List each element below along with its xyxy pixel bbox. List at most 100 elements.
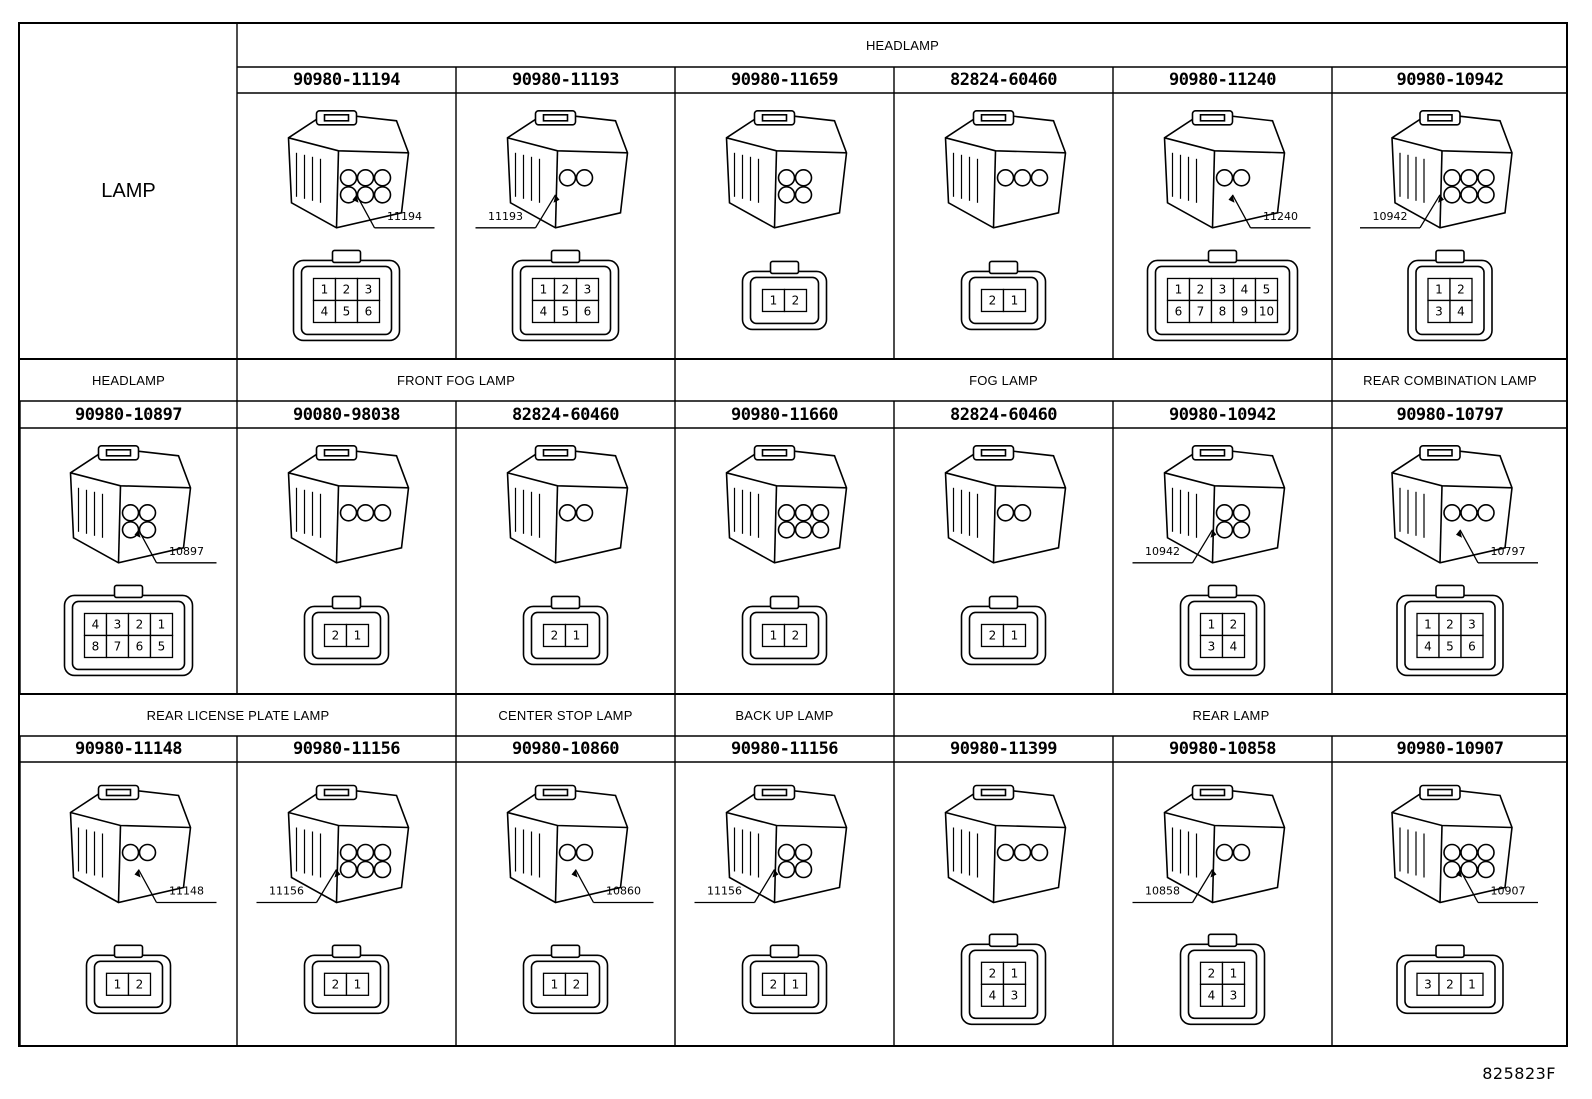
pin-cavity [783, 288, 808, 313]
pin-cavity [1254, 299, 1279, 324]
pin-cavity [345, 972, 370, 996]
pin-number: 4 [989, 988, 997, 1002]
connector-illustration [1163, 109, 1286, 229]
pin-number: 2 [989, 293, 997, 307]
pin-number: 1 [1435, 282, 1443, 296]
callout: 10858 [1132, 869, 1217, 904]
pin-number: 2 [989, 628, 997, 642]
pin-number: 2 [1446, 617, 1454, 631]
pin-number: 3 [1230, 988, 1238, 1002]
pin-number: 4 [92, 617, 100, 631]
callout: 11148 [134, 869, 217, 904]
callout: 10897 [134, 529, 217, 564]
pin-number: 5 [1446, 639, 1454, 653]
pin-number: 1 [792, 977, 800, 991]
pin-number: 2 [1208, 966, 1216, 980]
pin-number: 3 [365, 282, 373, 296]
part-number: 90980-11399 [949, 739, 1058, 759]
pin-number: 5 [562, 304, 570, 318]
pin-number: 3 [584, 282, 592, 296]
pin-number: 3 [1208, 639, 1216, 653]
pin-cavity [575, 299, 600, 324]
callout: 10907 [1456, 869, 1538, 904]
group-header: FRONT FOG LAMP [396, 372, 516, 388]
connector-illustration [944, 109, 1067, 229]
part-number: 90980-11194 [292, 70, 401, 90]
callout: 11156 [694, 869, 779, 904]
pin-number: 6 [584, 304, 592, 318]
part-number: 90980-11660 [730, 404, 839, 425]
pin-number: 1 [354, 628, 362, 642]
callout-label: 10858 [1145, 885, 1180, 898]
pin-number: 10 [1259, 304, 1274, 318]
pin-number: 1 [158, 617, 166, 631]
part-number: 82824-60460 [949, 70, 1058, 90]
connector-illustration [287, 109, 410, 229]
pin-cavity [149, 634, 174, 659]
pin-number: 2 [332, 628, 340, 642]
connector-illustration [944, 444, 1067, 564]
callout-label: 10860 [606, 885, 641, 898]
pin-number: 5 [343, 304, 351, 318]
callout: 11193 [475, 194, 560, 229]
pin-number: 1 [1230, 966, 1238, 980]
pin-cavity [1460, 634, 1484, 659]
callout: 11156 [256, 869, 341, 904]
pin-number: 9 [1241, 304, 1249, 318]
pin-number: 3 [1424, 977, 1432, 991]
pin-cavity [783, 972, 808, 996]
pin-number: 8 [92, 639, 100, 653]
connector-illustration [725, 444, 848, 564]
pin-cavity [564, 623, 589, 648]
pin-number: 5 [158, 639, 166, 653]
pin-number: 7 [114, 639, 122, 653]
part-number: 90980-10860 [511, 739, 620, 759]
pin-cavity [564, 972, 589, 996]
pin-number: 2 [136, 617, 144, 631]
part-number: 90980-10797 [1396, 404, 1504, 425]
pin-number: 6 [1468, 639, 1476, 653]
connector-illustration [725, 784, 848, 904]
callout-label: 11193 [488, 210, 523, 223]
part-number: 90980-10942 [1168, 404, 1277, 425]
part-number: 90980-11193 [511, 70, 620, 90]
pin-number: 6 [1175, 304, 1183, 318]
connector-illustration [944, 784, 1067, 904]
pin-cavity [1002, 288, 1027, 313]
pin-number: 1 [540, 282, 548, 296]
part-number: 90980-10858 [1168, 739, 1277, 759]
pin-number: 2 [332, 977, 340, 991]
part-number: 90080-98038 [292, 404, 401, 425]
callout-label: 10942 [1373, 210, 1408, 223]
group-header: BACK UP LAMP [735, 707, 834, 723]
pin-cavity [356, 299, 381, 324]
pin-cavity [783, 623, 808, 648]
pin-number: 2 [551, 628, 559, 642]
pin-number: 2 [1457, 282, 1465, 296]
